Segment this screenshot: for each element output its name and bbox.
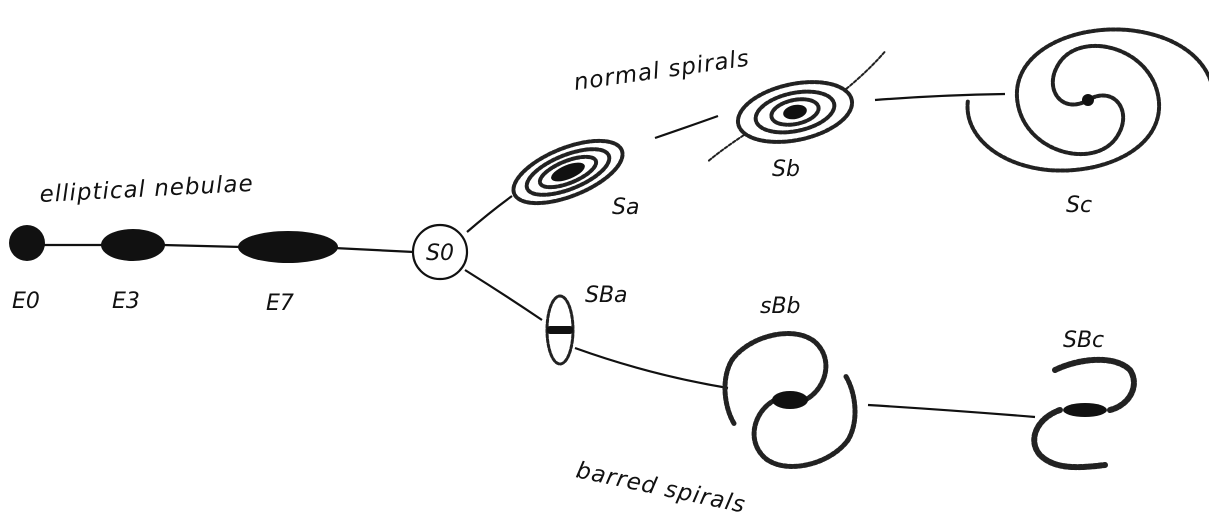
s0-label: S0	[426, 241, 454, 266]
sc-label: Sc	[1066, 193, 1092, 218]
link-sba-sbb	[575, 348, 728, 388]
normal-spirals-title: normal spirals	[572, 46, 751, 96]
sc-galaxy	[968, 29, 1209, 170]
e7-label: E7	[266, 291, 294, 316]
link-e7-s0	[334, 248, 414, 252]
link-sbb-sbc	[868, 405, 1035, 417]
link-e3-e7	[163, 245, 242, 247]
sbc-galaxy	[1034, 360, 1134, 467]
connecting-lines	[40, 94, 1035, 417]
link-sa-sb	[655, 116, 718, 138]
sa-label: Sa	[612, 195, 639, 220]
e3-galaxy	[101, 229, 165, 261]
sba-galaxy	[547, 296, 573, 364]
e0-galaxy	[9, 225, 45, 261]
e3-label: E3	[112, 289, 140, 314]
sb-label: Sb	[772, 157, 800, 182]
sbb-galaxy	[725, 334, 855, 467]
sbb-label: sBb	[760, 294, 801, 319]
branch-barred	[465, 270, 542, 320]
e0-label: E0	[12, 289, 40, 314]
sbc-label: SBc	[1063, 328, 1104, 353]
branch-normal	[467, 196, 512, 232]
elliptical-group-title: elliptical nebulae	[39, 171, 254, 208]
e7-galaxy	[238, 231, 338, 263]
sba-label: SBa	[585, 283, 628, 308]
link-sb-sc	[875, 94, 1005, 100]
barred-spirals-title: barred spirals	[574, 457, 748, 518]
